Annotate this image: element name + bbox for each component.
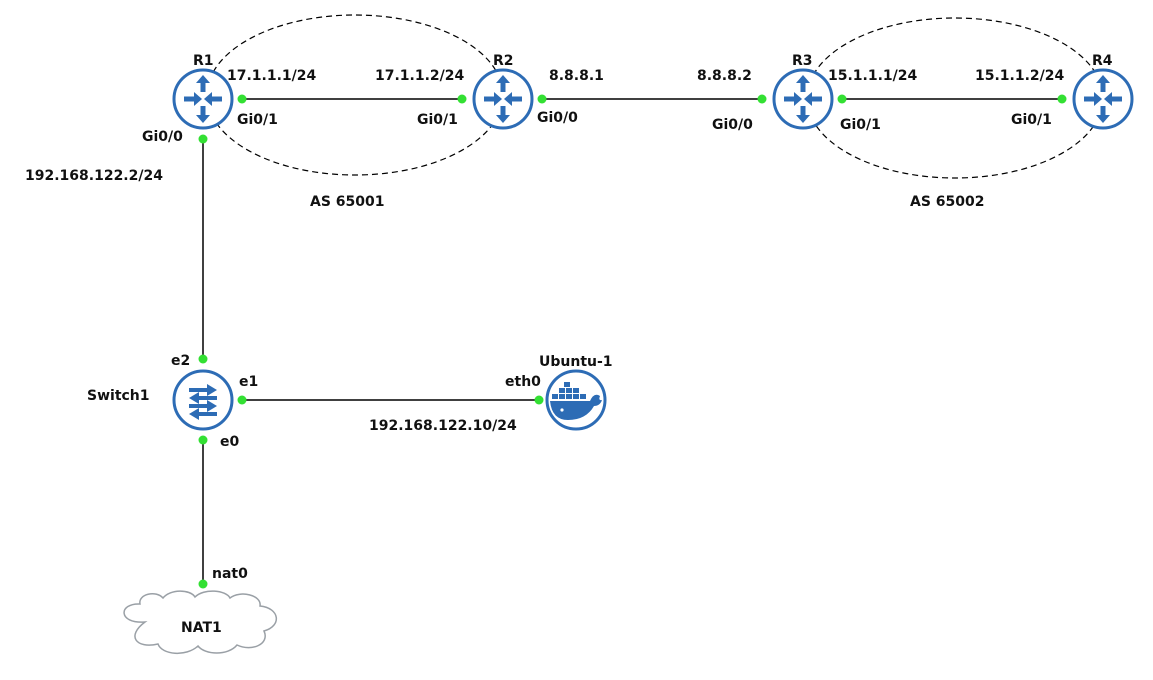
as-label-65001: AS 65001 bbox=[310, 194, 385, 210]
port-dot-r2-gi00[interactable] bbox=[537, 94, 547, 104]
node-label-switch1: Switch1 bbox=[87, 388, 150, 404]
ip-label-r1-r2-r2side: 17.1.1.2/24 bbox=[375, 68, 465, 84]
docker-ubuntu1[interactable] bbox=[545, 369, 607, 431]
port-label-r1-gi01: Gi0/1 bbox=[237, 112, 278, 128]
port-label-r1-gi00: Gi0/0 bbox=[142, 129, 183, 145]
docker-icon bbox=[545, 369, 607, 431]
port-label-r3-gi00: Gi0/0 bbox=[712, 117, 753, 133]
router-r3[interactable] bbox=[772, 68, 834, 130]
port-label-r2-gi00: Gi0/0 bbox=[537, 110, 578, 126]
cloud-icon bbox=[123, 590, 277, 654]
node-label-r2: R2 bbox=[493, 53, 514, 69]
port-dot-r1-gi00[interactable] bbox=[198, 134, 208, 144]
ip-label-r3-r4-r4side: 15.1.1.2/24 bbox=[975, 68, 1065, 84]
node-label-r1: R1 bbox=[193, 53, 214, 69]
port-label-sw-e2: e2 bbox=[171, 353, 190, 369]
port-label-ub-eth0: eth0 bbox=[505, 374, 541, 390]
port-label-r3-gi01: Gi0/1 bbox=[840, 117, 881, 133]
node-label-r4: R4 bbox=[1092, 53, 1113, 69]
node-label-r3: R3 bbox=[792, 53, 813, 69]
port-label-r4-gi01: Gi0/1 bbox=[1011, 112, 1052, 128]
switch-switch1[interactable] bbox=[172, 369, 234, 431]
ip-label-r2-r3-r3side: 8.8.8.2 bbox=[697, 68, 752, 84]
router-icon bbox=[772, 68, 834, 130]
node-label-nat1: NAT1 bbox=[181, 620, 222, 636]
port-dot-sw-e0[interactable] bbox=[198, 435, 208, 445]
port-dot-nat-nat0[interactable] bbox=[198, 579, 208, 589]
as65001-boundary bbox=[206, 14, 504, 176]
port-label-r2-gi01: Gi0/1 bbox=[417, 112, 458, 128]
port-label-sw-e1: e1 bbox=[239, 374, 258, 390]
router-icon bbox=[472, 68, 534, 130]
port-dot-r1-gi01[interactable] bbox=[237, 94, 247, 104]
router-r1[interactable] bbox=[172, 68, 234, 130]
ip-label-r1-r2-r1side: 17.1.1.1/24 bbox=[227, 68, 317, 84]
router-r4[interactable] bbox=[1072, 68, 1134, 130]
port-dot-sw-e2[interactable] bbox=[198, 354, 208, 364]
port-label-nat-nat0: nat0 bbox=[212, 566, 248, 582]
cloud-nat1[interactable] bbox=[123, 590, 277, 654]
node-label-ubuntu1: Ubuntu-1 bbox=[539, 354, 613, 370]
port-dot-r4-gi01[interactable] bbox=[1057, 94, 1067, 104]
ip-label-ubuntu: 192.168.122.10/24 bbox=[369, 418, 517, 434]
ip-label-r3-r4-r3side: 15.1.1.1/24 bbox=[828, 68, 918, 84]
router-icon bbox=[1072, 68, 1134, 130]
ip-label-r2-r3-r2side: 8.8.8.1 bbox=[549, 68, 604, 84]
port-dot-r3-gi01[interactable] bbox=[837, 94, 847, 104]
as-label-65002: AS 65002 bbox=[910, 194, 985, 210]
port-dot-ub-eth0[interactable] bbox=[534, 395, 544, 405]
router-r2[interactable] bbox=[472, 68, 534, 130]
port-label-sw-e0: e0 bbox=[220, 434, 239, 450]
ip-label-r1-mgmt: 192.168.122.2/24 bbox=[25, 168, 163, 184]
switch-icon bbox=[172, 369, 234, 431]
router-icon bbox=[172, 68, 234, 130]
port-dot-r2-gi01[interactable] bbox=[457, 94, 467, 104]
port-dot-sw-e1[interactable] bbox=[237, 395, 247, 405]
port-dot-r3-gi00[interactable] bbox=[757, 94, 767, 104]
